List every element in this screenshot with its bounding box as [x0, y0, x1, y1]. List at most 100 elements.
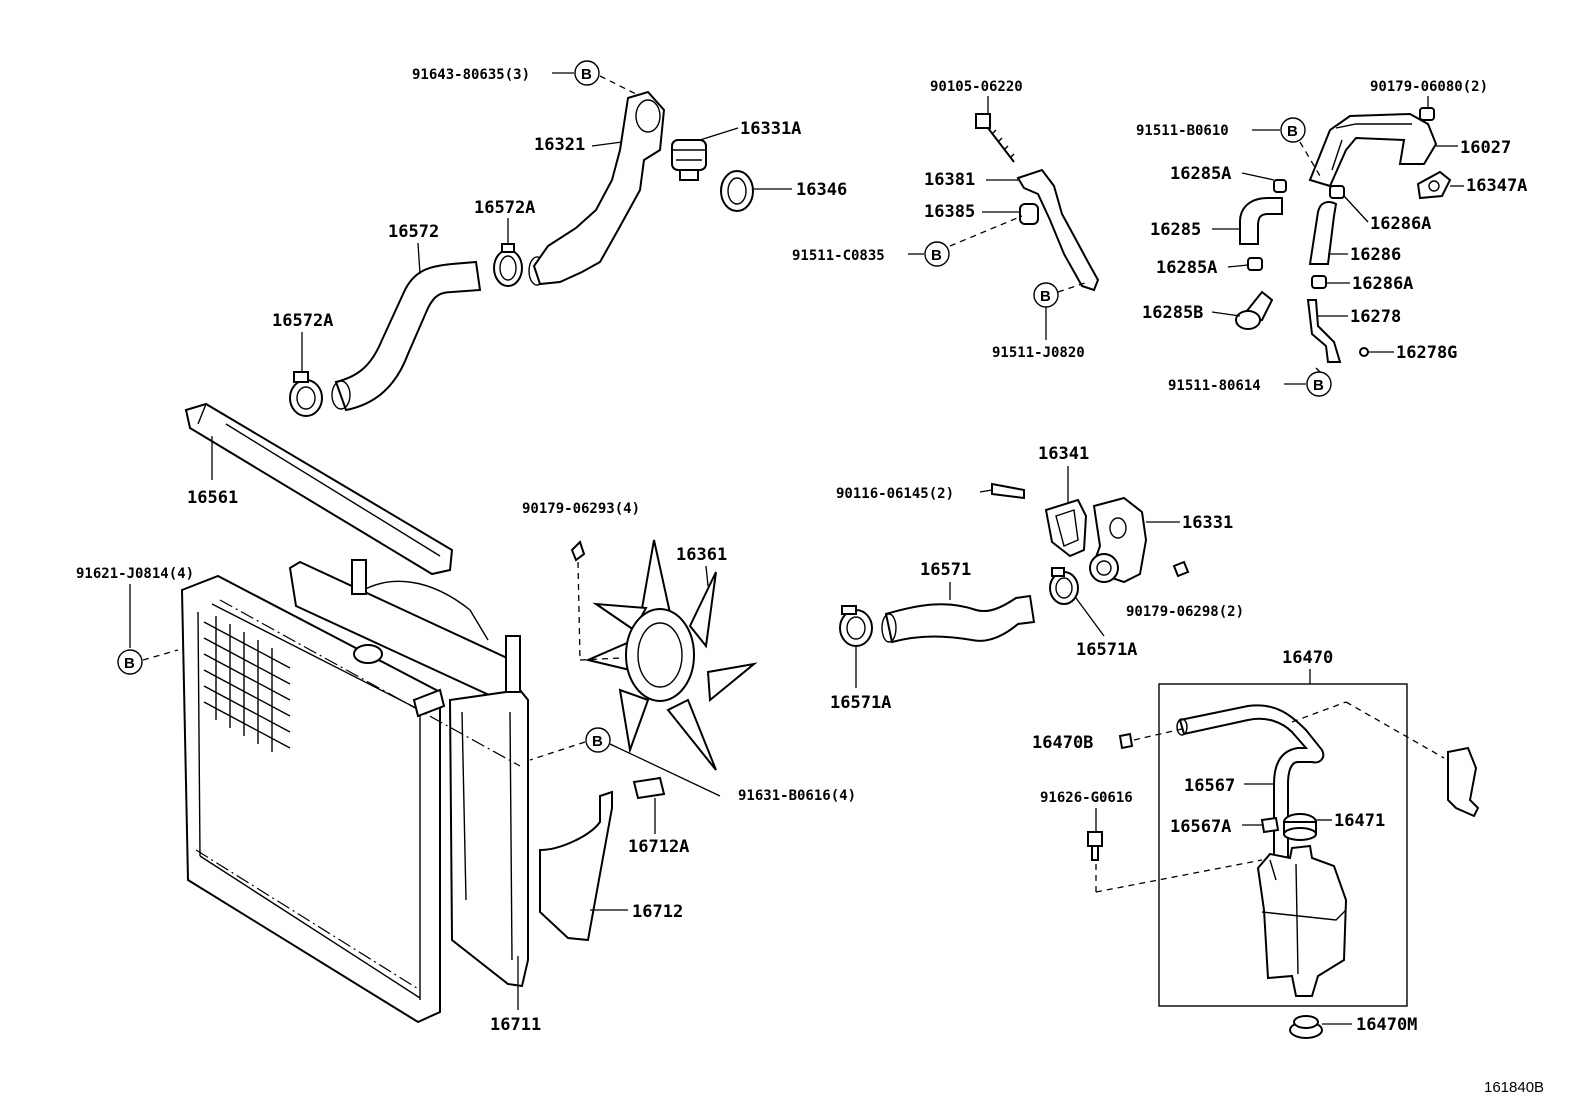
nut-90179-06293[interactable]	[570, 540, 586, 562]
label-91643-80635[interactable]: 91643-80635(3)	[412, 67, 530, 83]
hose-16286[interactable]	[1308, 201, 1338, 265]
label-16285a-2[interactable]: 16285A	[1156, 258, 1217, 278]
label-16331[interactable]: 16331	[1182, 513, 1233, 533]
gasket-16341[interactable]	[1044, 498, 1088, 558]
water-outlet-pipe[interactable]	[532, 90, 666, 286]
label-16027[interactable]: 16027	[1460, 138, 1511, 158]
clip-16712a[interactable]	[632, 776, 666, 800]
clip-16567a[interactable]	[1260, 816, 1280, 834]
label-16711[interactable]: 16711	[490, 1015, 541, 1035]
label-16470b[interactable]: 16470B	[1032, 733, 1093, 753]
label-16278[interactable]: 16278	[1350, 307, 1401, 327]
bolt-marker-b[interactable]: B	[585, 727, 611, 753]
label-16385[interactable]: 16385	[924, 202, 975, 222]
fan-shroud-lower-16712[interactable]	[539, 790, 613, 942]
nut-90179-06298[interactable]	[1172, 560, 1190, 578]
hose-clamp-16286a-2[interactable]	[1311, 275, 1327, 289]
radiator-hose-upper[interactable]	[334, 260, 482, 412]
label-91621-j0814[interactable]: 91621-J0814(4)	[76, 566, 194, 582]
diagram-reference-id: 161840B	[1484, 1079, 1544, 1096]
thermostat[interactable]	[671, 139, 707, 181]
label-16470m[interactable]: 16470M	[1356, 1015, 1417, 1035]
label-16471[interactable]: 16471	[1334, 811, 1385, 831]
bolt-marker-b[interactable]: B	[117, 649, 143, 675]
label-91511-j0820[interactable]: 91511-J0820	[992, 345, 1085, 361]
thermostat-gasket[interactable]	[720, 170, 754, 212]
label-91511-c0835[interactable]: 91511-C0835	[792, 248, 885, 264]
hose-clamp-16286a[interactable]	[1329, 185, 1345, 199]
hose-clamp-16571a-right[interactable]	[1049, 567, 1079, 605]
bolt-marker-b[interactable]: B	[924, 241, 950, 267]
radiator-group: 16561 91621-J0814(4) B 16711	[76, 402, 856, 1035]
bracket[interactable]	[1016, 168, 1100, 292]
bolt-marker-b[interactable]: B	[1280, 117, 1306, 143]
grommet[interactable]	[1019, 203, 1039, 225]
label-16572[interactable]: 16572	[388, 222, 439, 242]
bolt-91626[interactable]	[1087, 831, 1103, 861]
stud-90116[interactable]	[991, 482, 1025, 500]
bolt-marker-b[interactable]: B	[1306, 371, 1332, 397]
label-16285b[interactable]: 16285B	[1142, 303, 1203, 323]
label-16567[interactable]: 16567	[1184, 776, 1235, 796]
label-16712a[interactable]: 16712A	[628, 837, 689, 857]
label-16285a-1[interactable]: 16285A	[1170, 164, 1231, 184]
label-16331a[interactable]: 16331A	[740, 119, 801, 139]
cooling-fan-16361[interactable]	[584, 539, 758, 771]
label-16571a-right[interactable]: 16571A	[1076, 640, 1137, 660]
grommet-16470m[interactable]	[1289, 1015, 1323, 1039]
label-16572a-top[interactable]: 16572A	[474, 198, 535, 218]
label-90179-06080[interactable]: 90179-06080(2)	[1370, 79, 1488, 95]
label-16572a-left[interactable]: 16572A	[272, 311, 333, 331]
hose-clamp-16285a[interactable]	[1273, 179, 1287, 193]
clip-16470b[interactable]	[1118, 732, 1134, 750]
gasket-16347a[interactable]	[1416, 170, 1452, 200]
hose-clamp-16285a-2[interactable]	[1247, 257, 1263, 271]
water-inlet-group: 16341 90116-06145(2) 16331 90179-06298(2…	[830, 444, 1244, 713]
hose-clamp-16571a-left[interactable]	[839, 605, 873, 647]
label-16470[interactable]: 16470	[1282, 648, 1333, 668]
bolt-marker-b[interactable]: B	[1033, 282, 1059, 308]
label-90116-06145[interactable]: 90116-06145(2)	[836, 486, 954, 502]
bypass-pipe[interactable]	[1308, 112, 1438, 188]
label-16712[interactable]: 16712	[632, 902, 683, 922]
reservoir-cap-16471[interactable]	[1283, 813, 1317, 841]
label-16286a-2[interactable]: 16286A	[1352, 274, 1413, 294]
nut[interactable]	[1419, 107, 1435, 121]
radiator-cap[interactable]	[353, 644, 383, 664]
label-16321[interactable]: 16321	[534, 135, 585, 155]
o-ring-16278g[interactable]	[1359, 347, 1369, 357]
hose-clamp-lower[interactable]	[289, 371, 323, 417]
label-90105-06220[interactable]: 90105-06220	[930, 79, 1023, 95]
label-16341[interactable]: 16341	[1038, 444, 1089, 464]
bracket-group: 90105-06220 16381 16385 91511-C0835 B B …	[792, 79, 1100, 361]
label-16346[interactable]: 16346	[796, 180, 847, 200]
label-16561[interactable]: 16561	[187, 488, 238, 508]
label-16285[interactable]: 16285	[1150, 220, 1201, 240]
label-91626-g0616[interactable]: 91626-G0616	[1040, 790, 1133, 806]
stud-bolt[interactable]	[975, 113, 1015, 163]
svg-text:B: B	[1287, 123, 1298, 140]
hose-16285b[interactable]	[1235, 290, 1274, 330]
radiator-hose-lower-16571[interactable]	[884, 594, 1036, 644]
label-16361[interactable]: 16361	[676, 545, 727, 565]
pipe-16278[interactable]	[1306, 299, 1342, 363]
hose-clamp-upper[interactable]	[493, 243, 523, 287]
label-16278g[interactable]: 16278G	[1396, 343, 1457, 363]
label-16286a-1[interactable]: 16286A	[1370, 214, 1431, 234]
hose-16285[interactable]	[1239, 197, 1283, 245]
tank-bracket[interactable]	[1447, 746, 1480, 818]
fan-shroud-16711[interactable]	[448, 688, 529, 988]
label-16567a[interactable]: 16567A	[1170, 817, 1231, 837]
bolt-marker-b[interactable]: B	[574, 60, 600, 86]
label-16286[interactable]: 16286	[1350, 245, 1401, 265]
label-91511-80614[interactable]: 91511-80614	[1168, 378, 1261, 394]
label-16571[interactable]: 16571	[920, 560, 971, 580]
label-16347a[interactable]: 16347A	[1466, 176, 1527, 196]
label-91631-b0616[interactable]: 91631-B0616(4)	[738, 788, 856, 804]
label-90179-06298[interactable]: 90179-06298(2)	[1126, 604, 1244, 620]
label-90179-06293[interactable]: 90179-06293(4)	[522, 501, 640, 517]
label-16381[interactable]: 16381	[924, 170, 975, 190]
label-16571a-left[interactable]: 16571A	[830, 693, 891, 713]
reservoir-tank[interactable]	[1256, 844, 1348, 997]
label-91511-b0610[interactable]: 91511-B0610	[1136, 123, 1229, 139]
